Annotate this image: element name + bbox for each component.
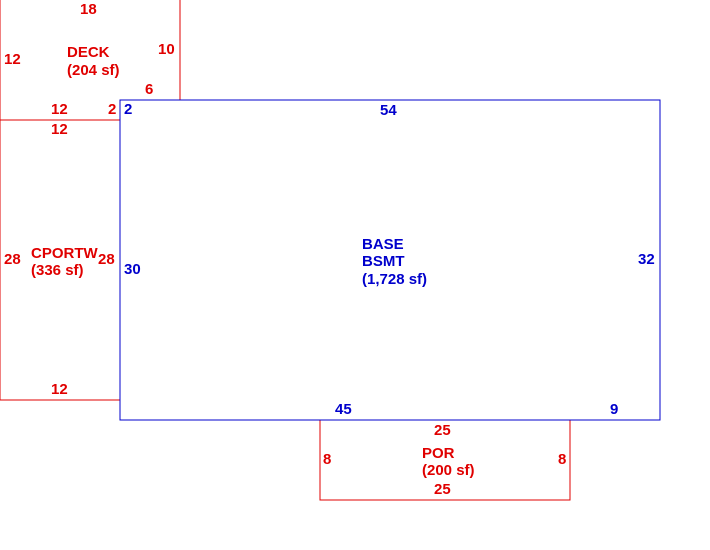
base-dim-bottom: 45 — [335, 401, 352, 418]
porch-dim-right: 8 — [558, 451, 566, 468]
deck-dim-right-lower: 6 — [145, 81, 153, 98]
porch-outline — [319, 420, 571, 501]
porch-dim-left: 8 — [323, 451, 331, 468]
base-dim-left: 30 — [124, 261, 141, 278]
deck-name: DECK — [67, 44, 110, 61]
porch-dim-top: 25 — [434, 422, 451, 439]
deck-dim-top: 18 — [80, 1, 97, 18]
base-name: BASE — [362, 236, 404, 253]
carport-dim-top: 12 — [51, 121, 68, 138]
porch-name: POR — [422, 445, 455, 462]
base-sub: BSMT — [362, 253, 405, 270]
deck-dim-bottom: 12 — [51, 101, 68, 118]
base-dim-left-corner: 2 — [124, 101, 132, 118]
base-dim-right: 32 — [638, 251, 655, 268]
carport-dim-bottom: 12 — [51, 381, 68, 398]
deck-dim-left: 12 — [4, 51, 21, 68]
porch-dim-bottom: 25 — [434, 481, 451, 498]
carport-dim-left: 28 — [4, 251, 21, 268]
carport-area: (336 sf) — [31, 262, 84, 279]
base-outline — [119, 99, 661, 421]
deck-dim-step: 2 — [108, 101, 116, 118]
base-area: (1,728 sf) — [362, 271, 427, 288]
deck-dim-right-upper: 10 — [158, 41, 175, 58]
carport-name: CPORTW — [31, 245, 99, 262]
base-dim-bottom-right: 9 — [610, 401, 618, 418]
deck-area: (204 sf) — [67, 62, 120, 79]
base-dim-top: 54 — [380, 102, 397, 119]
carport-dim-right: 28 — [98, 251, 115, 268]
porch-area: (200 sf) — [422, 462, 475, 479]
